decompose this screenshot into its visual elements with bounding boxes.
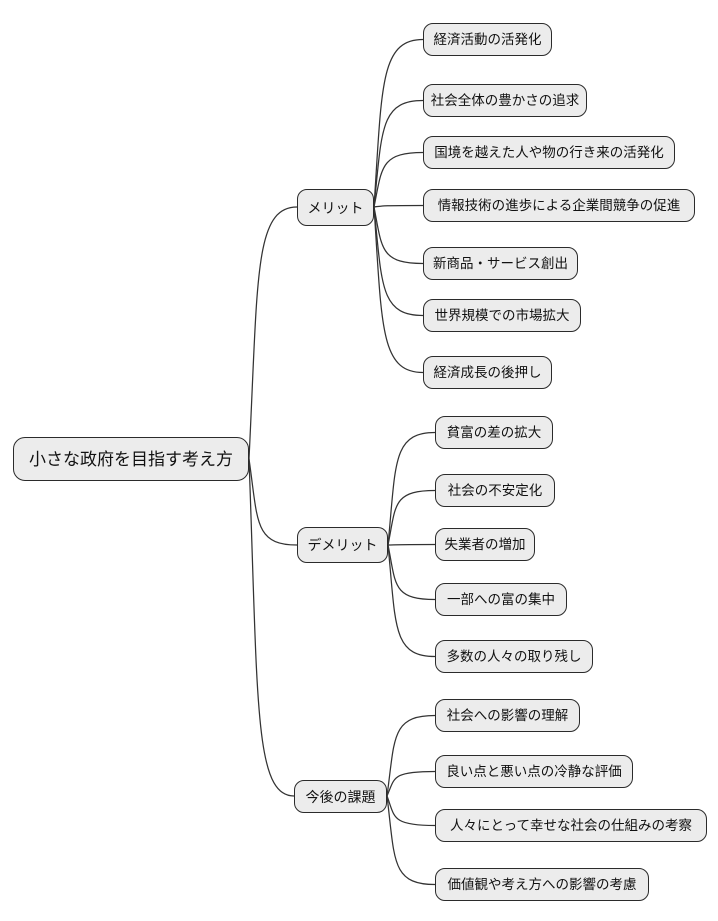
edge-root-demerits	[248, 458, 298, 546]
leaf-demerit-2: 社会の不安定化	[435, 474, 555, 507]
edge-merit-2	[373, 99, 424, 208]
edge-demerit-3	[387, 543, 436, 546]
edge-merit-5	[373, 206, 424, 265]
branch-node-demerits: デメリット	[297, 527, 388, 563]
leaf-demerit-5: 多数の人々の取り残し	[435, 640, 593, 673]
mindmap-root-node: 小さな政府を目指す考え方	[13, 437, 249, 481]
edge-merit-1	[373, 38, 424, 208]
edge-demerit-5	[387, 544, 436, 658]
leaf-future-4: 価値観や考え方への影響の考慮	[435, 868, 649, 901]
edge-root-merits	[248, 206, 298, 460]
leaf-future-3: 人々にとって幸せな社会の仕組みの考察	[435, 809, 707, 842]
leaf-merit-5: 新商品・サービス創出	[423, 247, 578, 280]
edge-future-3	[386, 795, 436, 827]
leaf-merit-1: 経済活動の活発化	[423, 23, 552, 56]
leaf-demerit-4: 一部への富の集中	[435, 583, 567, 616]
edge-merit-4	[373, 204, 424, 208]
edge-future-4	[386, 795, 436, 886]
leaf-merit-4: 情報技術の進歩による企業間競争の促進	[423, 189, 695, 222]
leaf-merit-2: 社会全体の豊かさの追求	[423, 84, 587, 117]
leaf-future-2: 良い点と悪い点の冷静な評価	[435, 755, 633, 788]
leaf-demerit-1: 貧富の差の拡大	[435, 416, 553, 449]
leaf-future-1: 社会への影響の理解	[435, 699, 580, 732]
edge-root-future	[248, 458, 295, 797]
edge-merit-6	[373, 206, 424, 317]
edge-merit-7	[373, 206, 424, 374]
leaf-demerit-3: 失業者の増加	[435, 528, 535, 561]
edge-future-2	[386, 770, 436, 797]
leaf-merit-7: 経済成長の後押し	[423, 356, 552, 389]
edge-demerit-1	[387, 431, 436, 546]
branch-node-future-issues: 今後の課題	[294, 780, 387, 813]
leaf-merit-6: 世界規模での市場拡大	[423, 299, 581, 332]
edge-demerit-2	[387, 489, 436, 546]
leaf-merit-3: 国境を越えた人や物の行き来の活発化	[423, 136, 675, 169]
edge-future-1	[386, 714, 436, 797]
edge-merit-3	[373, 151, 424, 208]
edge-demerit-4	[387, 544, 436, 601]
branch-node-merits: メリット	[297, 189, 374, 226]
